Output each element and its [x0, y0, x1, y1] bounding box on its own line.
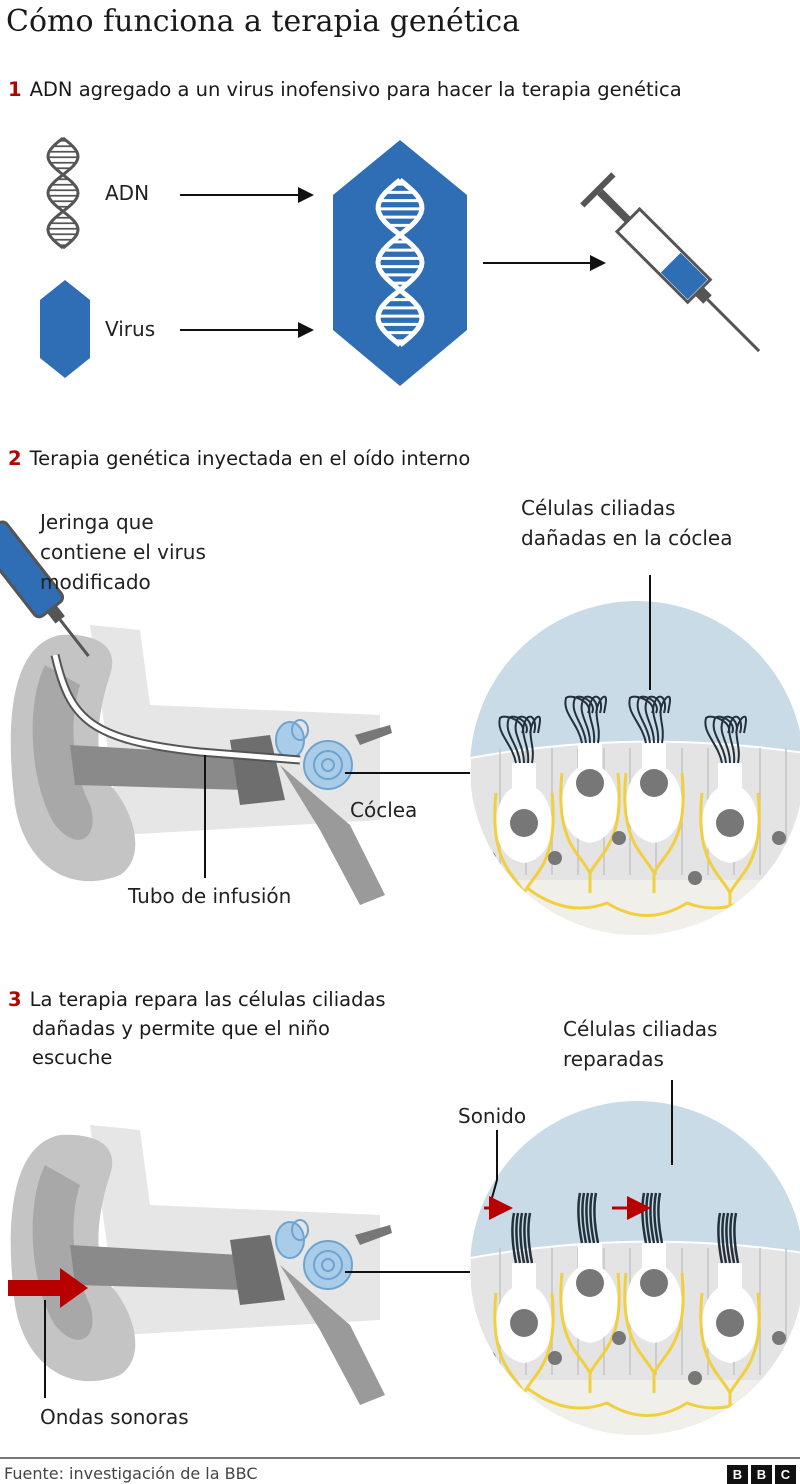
footer-divider	[0, 1457, 800, 1459]
logo-letter: B	[751, 1465, 772, 1484]
step-text: escuche	[32, 1046, 113, 1069]
dna-label: ADN	[105, 181, 150, 205]
label-line: reparadas	[563, 1047, 664, 1071]
step-text: La terapia repara las células ciliadas	[29, 988, 386, 1011]
step-1: 1 ADN agregado a un virus inofensivo para…	[8, 75, 682, 104]
page-title: Cómo funciona a terapia genética	[6, 4, 521, 39]
label-line: dañadas en la cóclea	[521, 526, 733, 550]
source-text: Fuente: investigación de la BBC	[4, 1464, 258, 1483]
step-number: 1	[8, 78, 22, 101]
sound-label: Sonido	[458, 1104, 527, 1128]
syringe-icon	[580, 172, 761, 353]
logo-letter: C	[775, 1465, 796, 1484]
step-text: dañadas y permite que el niño	[32, 1017, 330, 1040]
cochlea-label: Cóclea	[350, 798, 418, 822]
ear-illustration-2	[10, 1125, 392, 1405]
tube-label: Tubo de infusión	[128, 884, 292, 908]
syringe-label: Jeringa que contiene el virus modificado	[40, 507, 206, 597]
virus-small-icon	[40, 280, 90, 378]
damaged-hair-cells-circle	[470, 601, 800, 935]
dna-small-icon	[46, 136, 80, 250]
label-line: modificado	[40, 570, 151, 594]
repaired-cells-label: Células ciliadas reparadas	[563, 1014, 717, 1074]
step-2: 2 Terapia genética inyectada en el oído i…	[8, 444, 470, 473]
label-line: Células ciliadas	[563, 1017, 718, 1041]
repaired-hair-cells-circle	[470, 1101, 800, 1435]
dna-inside-virus-icon	[375, 178, 425, 347]
step-number: 3	[8, 988, 22, 1011]
step-number: 2	[8, 447, 22, 470]
bbc-logo: B B C	[727, 1465, 796, 1484]
waves-label: Ondas sonoras	[40, 1405, 189, 1429]
step-text: ADN agregado a un virus inofensivo para …	[29, 78, 682, 101]
virus-label: Virus	[105, 317, 156, 341]
label-line: Jeringa que	[40, 510, 154, 534]
ear-illustration	[10, 625, 392, 905]
label-line: contiene el virus	[40, 540, 206, 564]
modified-virus-icon	[333, 140, 467, 386]
damaged-cells-label: Células ciliadas dañadas en la cóclea	[521, 493, 732, 553]
step-text: Terapia genética inyectada en el oído in…	[29, 447, 471, 470]
sound-wave-arrow	[8, 1268, 88, 1308]
logo-letter: B	[727, 1465, 748, 1484]
label-line: Células ciliadas	[521, 496, 676, 520]
syringe-in-ear-icon	[0, 520, 90, 658]
